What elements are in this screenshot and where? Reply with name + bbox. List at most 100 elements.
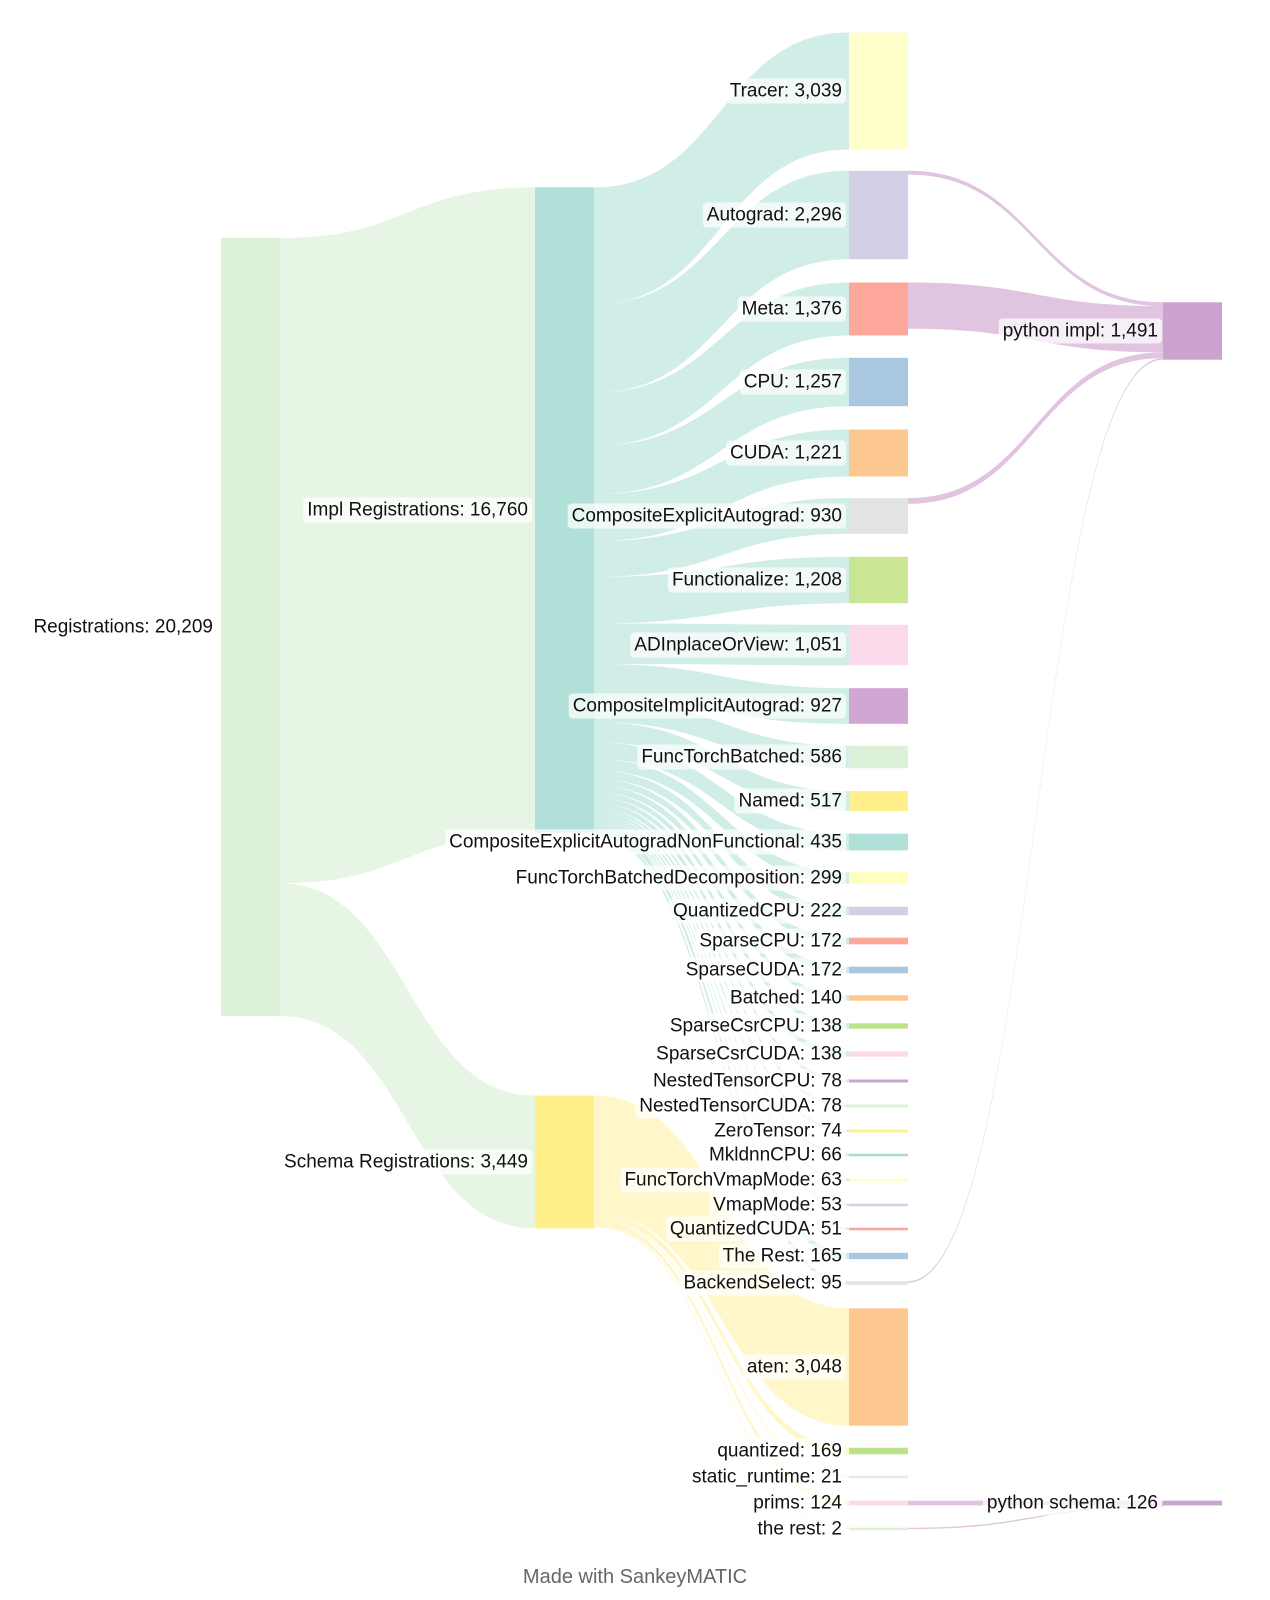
sankey-links: [280, 32, 1163, 1530]
node-functionalize: [849, 556, 908, 604]
label-batched: Batched: 140: [730, 988, 842, 1009]
label-bg-adinplaceorview: [630, 632, 846, 658]
label-vmapmode: VmapMode: 53: [713, 1195, 842, 1216]
label-zerotensor: ZeroTensor: 74: [714, 1121, 842, 1142]
label-schema-registrations: Schema Registrations: 3,449: [284, 1152, 528, 1173]
label-bg-cpu: [739, 369, 846, 395]
node-cpu: [849, 357, 908, 407]
label-bg-nestedtensorcuda: [635, 1093, 846, 1119]
node-adinplaceorview: [849, 624, 908, 666]
link-impl-registrations-to-functorchvmapmode: [594, 819, 849, 1182]
node-functorchbatched: [849, 745, 908, 769]
label-nestedtensorcpu: NestedTensorCPU: 78: [653, 1071, 842, 1092]
label-meta: Meta: 1,376: [742, 299, 842, 320]
node-tracer: [849, 32, 908, 150]
node-batched: [849, 995, 908, 1001]
label-bg-backendselect: [679, 1270, 846, 1296]
node-quantizedcpu: [849, 906, 908, 916]
link-impl-registrations-to-batched: [594, 792, 849, 1001]
node-backendselect: [849, 1281, 908, 1285]
label-bg-python-impl: [998, 318, 1162, 344]
label-the-rest: the rest: 2: [758, 1519, 843, 1540]
link-schema-registrations-to-static-runtime: [594, 1219, 849, 1478]
node-aten: [849, 1308, 908, 1426]
link-backendselect-to-python-impl: [908, 358, 1163, 1283]
node-schema-registrations: [535, 1095, 594, 1229]
link-impl-registrations-to-compositeexplicitautogradnonfunctional: [594, 742, 849, 851]
label-tracer: Tracer: 3,039: [730, 81, 842, 102]
label-functionalize: Functionalize: 1,208: [672, 570, 842, 591]
node-compositeexplicitautograd: [849, 498, 908, 534]
node-the-rest: [849, 1527, 908, 1531]
node-compositeimplicitautograd: [849, 688, 908, 724]
label-bg-sparsecuda: [681, 957, 846, 983]
credit-text: Made with SankeyMATIC: [522, 1566, 748, 1588]
label-bg-nestedtensorcpu: [648, 1068, 846, 1094]
label-mkldnncpu: MkldnnCPU: 66: [709, 1145, 842, 1166]
label-bg-aten: [742, 1354, 846, 1380]
label-bg-cuda: [726, 440, 846, 466]
label-bg-prims: [749, 1490, 847, 1516]
link-impl-registrations-to-mkldnncpu: [594, 816, 849, 1157]
link-impl-registrations-to-meta: [594, 282, 849, 446]
node-sparsecsrcuda: [849, 1051, 908, 1057]
label-functorchvmapmode: FuncTorchVmapMode: 63: [624, 1170, 842, 1191]
label-bg-autograd: [702, 202, 846, 228]
label-bg-tracer: [725, 78, 846, 104]
label-backendselect: BackendSelect: 95: [684, 1273, 842, 1294]
label-compositeimplicitautograd: CompositeImplicitAutograd: 927: [573, 696, 842, 717]
label-bg-batched: [726, 985, 846, 1011]
link-autograd-to-python-impl: [908, 170, 1163, 307]
label-bg-sparsecpu: [695, 928, 846, 954]
label-cpu: CPU: 1,257: [744, 372, 842, 393]
label-bg-functorchvmapmode: [620, 1167, 846, 1193]
label-autograd: Autograd: 2,296: [707, 205, 842, 226]
node-python-impl: [1163, 302, 1222, 360]
node-sparsecpu: [849, 937, 908, 945]
label-bg-the-rest: [718, 1243, 846, 1269]
label-quantizedcuda: QuantizedCUDA: 51: [670, 1219, 842, 1240]
label-registrations: Registrations: 20,209: [33, 617, 213, 638]
label-bg-quantizedcuda: [665, 1216, 846, 1242]
label-bg-meta: [737, 296, 846, 322]
node-registrations: [221, 237, 280, 1017]
label-bg-schema-registrations: [280, 1149, 532, 1175]
label-bg-compositeexplicitautograd: [567, 503, 846, 529]
link-schema-registrations-to-the-rest: [594, 1225, 849, 1530]
label-bg-vmapmode: [709, 1192, 846, 1218]
node-sparsecuda: [849, 966, 908, 974]
label-bg-compositeimplicitautograd: [568, 693, 846, 719]
label-bg-impl-registrations: [303, 497, 532, 523]
label-nestedtensorcuda: NestedTensorCUDA: 78: [639, 1096, 842, 1117]
node-functorchbatcheddecomposition: [849, 872, 908, 884]
node-nestedtensorcpu: [849, 1079, 908, 1083]
label-bg-python-schema: [982, 1490, 1162, 1516]
node-quantized: [849, 1447, 908, 1455]
link-impl-registrations-to-functorchbatcheddecomposition: [594, 758, 849, 884]
node-named: [849, 791, 908, 811]
label-bg-quantized: [713, 1438, 846, 1464]
link-registrations-to-schema-registrations: [280, 883, 535, 1229]
label-python-impl: python impl: 1,491: [1003, 321, 1158, 342]
node-the-rest: [849, 1252, 908, 1260]
label-bg-compositeexplicitautogradnonfunctional: [445, 829, 846, 855]
node-autograd: [849, 170, 908, 260]
node-mkldnncpu: [849, 1153, 908, 1157]
node-static-runtime: [849, 1475, 908, 1479]
label-adinplaceorview: ADInplaceOrView: 1,051: [634, 635, 842, 656]
label-bg-functorchbatcheddecomposition: [511, 865, 846, 891]
node-prims: [849, 1500, 908, 1506]
label-quantized: quantized: 169: [717, 1441, 842, 1462]
link-impl-registrations-to-sparsecpu: [594, 778, 849, 945]
link-compositeexplicitautograd-to-python-impl: [908, 352, 1163, 504]
label-bg-static-runtime: [688, 1464, 846, 1490]
link-the-rest-to-python-schema: [908, 1505, 1163, 1530]
label-static-runtime: static_runtime: 21: [692, 1467, 842, 1488]
label-bg-functorchbatched: [637, 744, 846, 770]
label-aten: aten: 3,048: [747, 1357, 842, 1378]
label-compositeexplicitautograd: CompositeExplicitAutograd: 930: [572, 506, 842, 527]
link-schema-registrations-to-prims: [594, 1220, 849, 1506]
label-prims: prims: 124: [753, 1493, 842, 1514]
label-bg-zerotensor: [710, 1118, 847, 1144]
